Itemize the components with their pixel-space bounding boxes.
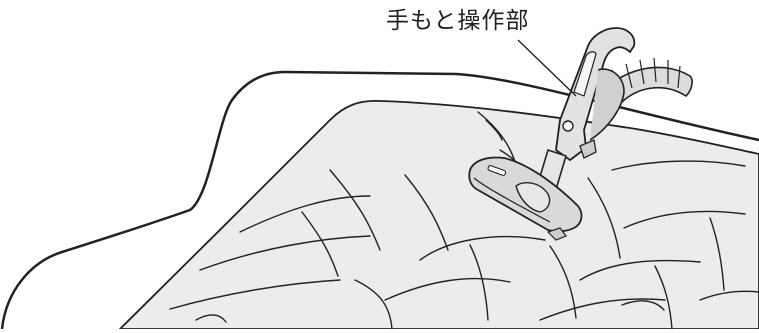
callout-leader-line <box>517 39 577 97</box>
mattress-top <box>119 100 759 330</box>
hand-control-label: 手もと操作部 <box>386 8 530 34</box>
grip-panel <box>573 51 597 97</box>
control-button-icon <box>562 120 574 132</box>
nozzle-slot <box>487 165 507 176</box>
quilt-stitching <box>169 111 759 330</box>
futon-outline <box>0 70 759 330</box>
vacuum-handle <box>555 27 636 161</box>
floor-nozzle <box>468 156 583 241</box>
